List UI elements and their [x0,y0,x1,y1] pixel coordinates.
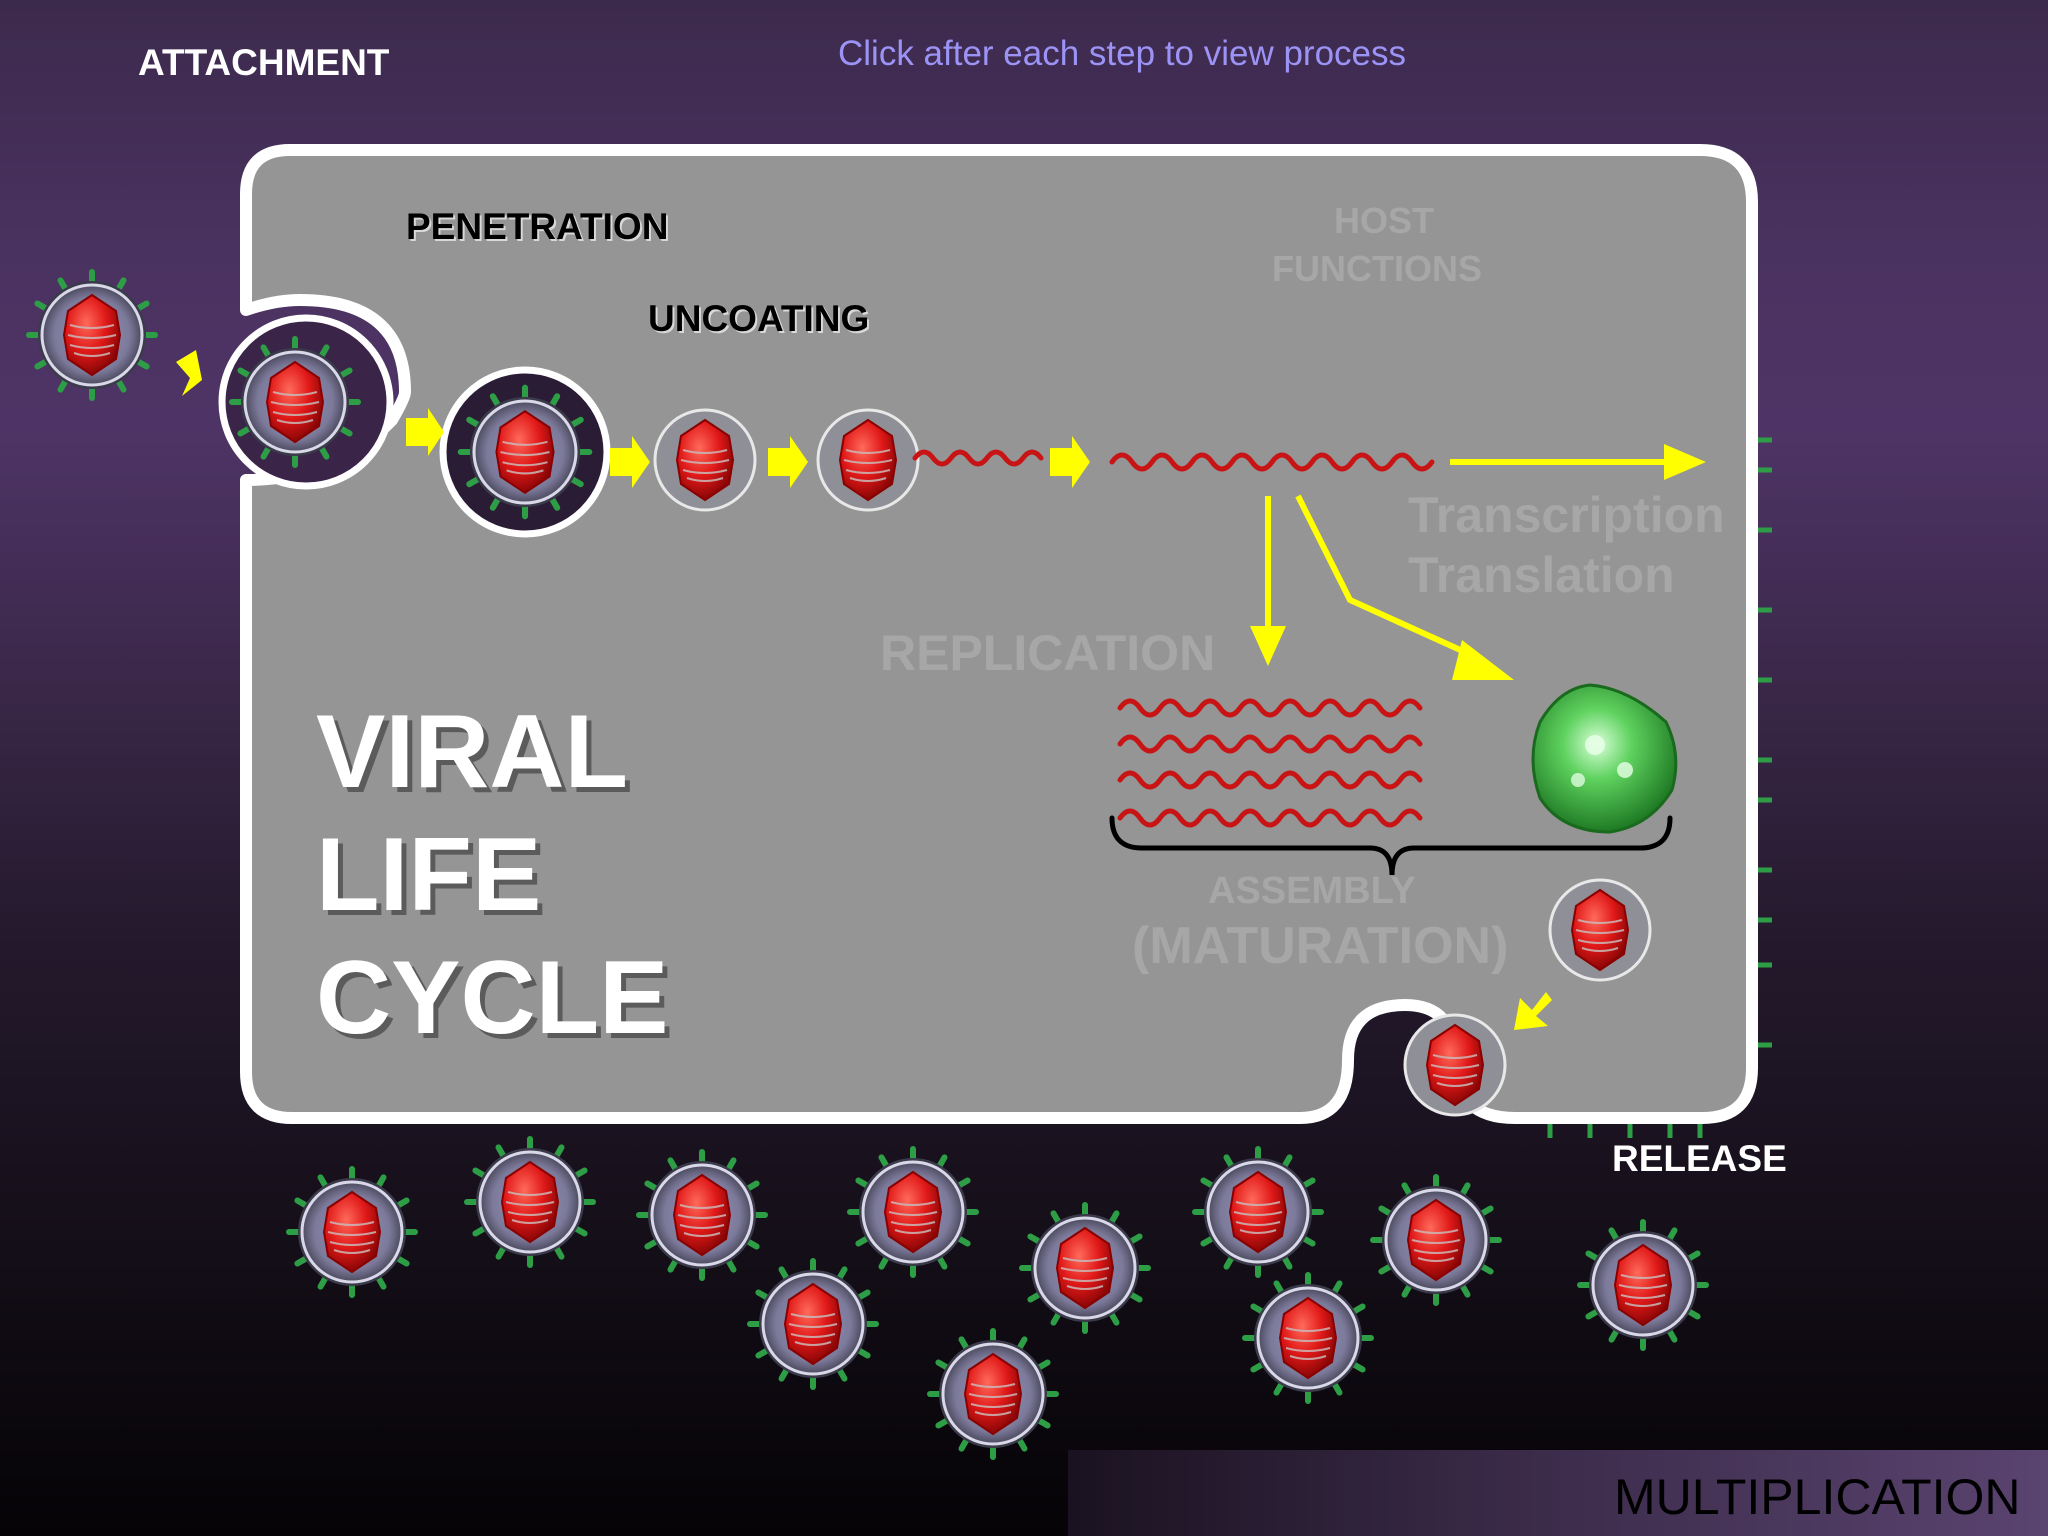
instruction-text[interactable]: Click after each step to view process [838,34,1407,73]
title-line-life: LIFE [316,817,542,933]
viral-proteins [1531,683,1678,834]
progeny-capsid [1550,880,1650,980]
translation-label: Translation [1408,547,1675,603]
attachment-label: ATTACHMENT [138,42,390,83]
replicated-genomes [1117,698,1423,828]
released-virions [289,1139,1706,1457]
assembly-label: ASSEMBLY [1208,870,1416,912]
penetration-label: PENETRATION [406,206,669,247]
host-functions-label-line1: HOST [1334,200,1435,241]
viral-nucleic-acid [912,449,1435,472]
replication-label: REPLICATION [880,625,1216,681]
bottom-bar [1068,1450,2048,1536]
title-line-viral: VIRAL [316,694,628,810]
capsid-releasing-genome [818,410,918,510]
assembly-brace [1109,815,1673,876]
multiplication-label: MULTIPLICATION [1614,1469,2021,1525]
arrow-attach [176,350,202,396]
host-functions-label-line2: FUNCTIONS [1272,248,1482,289]
host-cell [240,144,1758,1124]
title-line-cycle: CYCLE [316,940,669,1056]
uncoating-label: UNCOATING [648,298,870,339]
transcription-label: Transcription [1408,487,1725,543]
process-arrows [176,350,1706,1030]
virion-attaching [29,272,155,398]
capsid-uncoating [655,410,755,510]
release-label: RELEASE [1612,1138,1787,1179]
membrane-proteins [1547,437,1772,1138]
progeny-capsid-budding [1405,1015,1505,1115]
maturation-label: (MATURATION) [1132,917,1509,975]
